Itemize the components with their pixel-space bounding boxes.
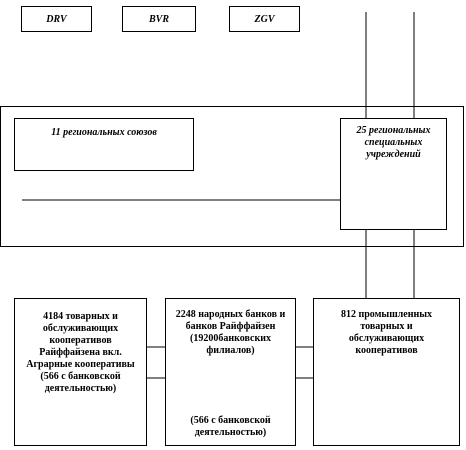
industrial-cooperatives-label: 812 промышленных товарных и обслуживающи… bbox=[340, 309, 433, 356]
zgv-label: ZGV bbox=[254, 14, 275, 25]
peoples-banks-label: 2248 народных банков и банков Райффайзен… bbox=[175, 309, 286, 356]
regional-institutions-label: 25 региональных специальных учреждений bbox=[356, 125, 431, 160]
box-commodity-cooperatives: 4184 товарных и обслуживающих кооператив… bbox=[14, 298, 147, 446]
regional-unions-box: 11 региональных союзов bbox=[14, 118, 194, 171]
regional-level-frame bbox=[0, 106, 464, 247]
box-drv: DRV bbox=[21, 6, 92, 32]
regional-unions-label: 11 региональных союзов bbox=[51, 127, 157, 138]
box-zgv: ZGV bbox=[229, 6, 300, 32]
drv-label: DRV bbox=[46, 14, 67, 25]
regional-institutions-box: 25 региональных специальных учреждений bbox=[340, 118, 447, 230]
box-industrial-cooperatives: 812 промышленных товарных и обслуживающи… bbox=[313, 298, 460, 446]
peoples-banks-note: (566 с банковской деятельностью) bbox=[190, 415, 271, 438]
box-bvr: BVR bbox=[122, 6, 196, 32]
commodity-cooperatives-label: 4184 товарных и обслуживающих кооператив… bbox=[26, 311, 135, 394]
box-peoples-banks: 2248 народных банков и банков Райффайзен… bbox=[165, 298, 296, 446]
bvr-label: BVR bbox=[148, 14, 169, 25]
